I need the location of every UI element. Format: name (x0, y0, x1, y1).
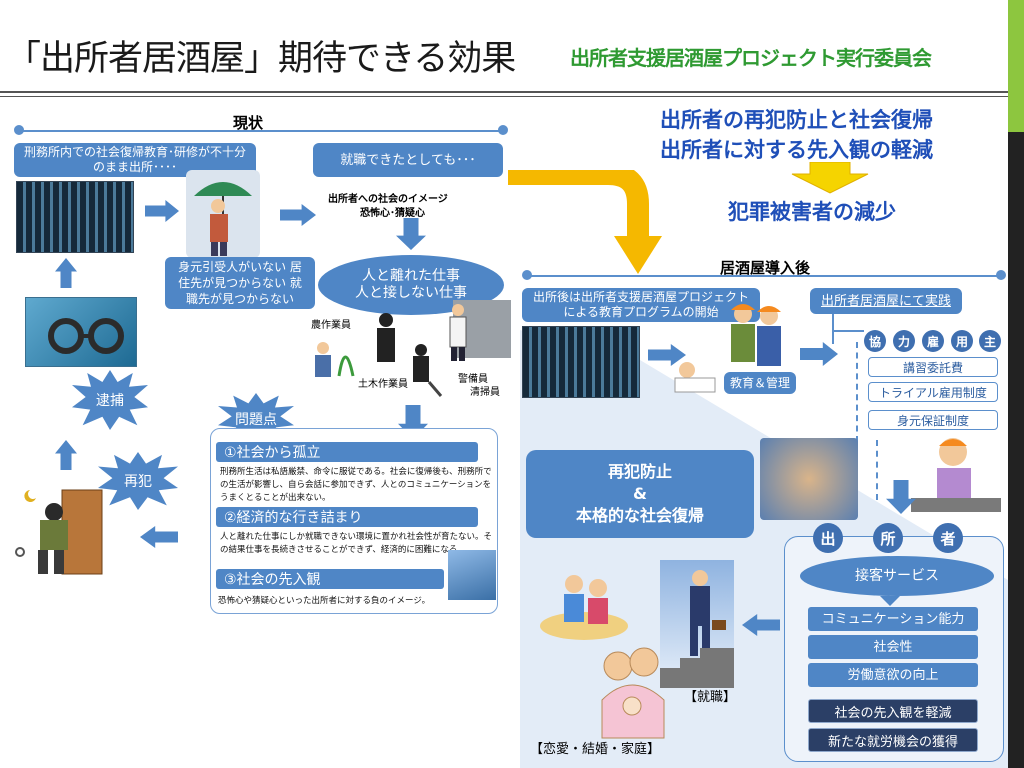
society-image-title: 出所者への社会のイメージ (328, 194, 448, 205)
employer-tag-3: 雇 (922, 330, 944, 352)
box-practice: 出所者居酒屋にて実践 (810, 288, 962, 314)
goal-line-2: & (633, 484, 647, 503)
box-edu-management: 教育＆管理 (724, 372, 796, 394)
prison-photo-2 (522, 326, 640, 398)
issue-text-1: 刑務所生活は私語厳禁、命令に服従である。社会に復帰後も、刑務所での生活が影響し、… (220, 467, 492, 503)
arrow-up-icon (55, 258, 77, 288)
section-line-current (16, 130, 504, 132)
service-ellipse: 接客サービス (800, 556, 994, 596)
effect-result: 犯罪被害者の減少 (728, 200, 896, 224)
employer-tag-1: 協 (864, 330, 886, 352)
released-tag-1: 出 (813, 523, 843, 553)
ellipse-line-2: 人と接しない仕事 (355, 285, 467, 301)
job-civil-label: 土木作業員 (358, 379, 408, 390)
connector-line (876, 440, 878, 500)
employer-tag-5: 主 (979, 330, 1001, 352)
goal-line-1: 再犯防止 (607, 462, 672, 481)
goal-box: 再犯防止 & 本格的な社会復帰 (526, 450, 754, 538)
employer-tag-4: 用 (951, 330, 973, 352)
ellipse-line-1: 人と離れた仕事 (362, 268, 460, 284)
prison-photo (16, 181, 134, 253)
support-item-1: 講習委託費 (868, 357, 998, 377)
arrow-left-icon (140, 526, 178, 548)
arrow-left-icon (742, 614, 780, 636)
transition-arrow-icon (508, 170, 662, 274)
accent-bar-dark (1008, 132, 1024, 768)
down-arrow-icon (791, 162, 869, 194)
outcome-reduce-prejudice: 社会の先入観を軽減 (808, 699, 978, 723)
outcome-new-employment: 新たな就労機会の獲得 (808, 728, 978, 752)
skill-sociality: 社会性 (808, 635, 978, 659)
arrow-down-icon (880, 596, 900, 606)
label-employment: 【就職】 (684, 690, 737, 705)
section-label-after: 居酒屋導入後 (720, 259, 811, 277)
job-farm-label: 農作業員 (311, 320, 351, 331)
umbrella-man-illustration (186, 170, 260, 258)
arrow-up-icon (55, 440, 77, 470)
issue-head-3: ③社会の先入観 (216, 569, 444, 589)
issue-head-2: ②経済的な行き詰まり (216, 507, 478, 527)
section-dot (996, 270, 1006, 280)
box-no-guarantor: 身元引受人がいない 居住先が見つからない 就職先が見つからない (165, 257, 315, 309)
workers-illustration (665, 300, 795, 400)
arrow-right-icon (280, 204, 316, 226)
box-education-program: 出所後は出所者支援居酒屋プロジェクトによる教育プログラムの開始 (522, 288, 760, 322)
label-love-marriage-family: 【恋愛・結婚・家庭】 (530, 742, 661, 757)
support-item-3: 身元保証制度 (868, 410, 998, 430)
section-label-current: 現状 (233, 114, 264, 132)
released-tag-2: 所 (873, 523, 903, 553)
skill-communication: コミュニケーション能力 (808, 607, 978, 631)
burst-reoffend: 再犯 (98, 452, 178, 510)
skill-motivation: 労働意欲の向上 (808, 663, 978, 687)
employer-tag-2: 力 (893, 330, 915, 352)
effect-line-1: 出所者の再犯防止と社会復帰 (660, 108, 933, 132)
header-divider (0, 91, 1008, 93)
header-divider-thin (0, 96, 1008, 97)
accent-bar-green (1008, 0, 1024, 132)
support-item-2: トライアル雇用制度 (868, 382, 998, 402)
society-image-sub: 恐怖心･猜疑心 (360, 208, 425, 219)
connector-line (832, 330, 864, 332)
family-illustration (584, 640, 680, 740)
businessman-illustration (660, 560, 734, 688)
committee-name: 出所者支援居酒屋プロジェクト実行委員会 (570, 46, 932, 70)
effect-line-2: 出所者に対する先入観の軽減 (660, 138, 933, 162)
issue-text-3: 恐怖心や猜疑心といった出所者に対する負のイメージ。 (218, 596, 431, 606)
box-even-if-employed: 就職できたとしても･･･ (313, 143, 503, 177)
goal-line-3: 本格的な社会復帰 (575, 506, 704, 525)
issue-head-1: ①社会から孤立 (216, 442, 478, 462)
arrow-right-icon (145, 200, 179, 222)
section-dot (522, 270, 532, 280)
released-tag-3: 者 (933, 523, 963, 553)
page-title: 「出所者居酒屋」期待できる効果 (6, 39, 516, 79)
burst-arrest: 逮捕 (72, 370, 148, 430)
connector-line (856, 342, 858, 442)
burglar-illustration (10, 480, 110, 578)
handcuffs-photo (25, 297, 137, 367)
section-dot (14, 125, 24, 135)
connector-line (832, 314, 834, 344)
hands-together-photo (760, 438, 858, 520)
issue-text-2: 人と離れた仕事にしか就職できない環境に置かれ社会性が育たない。その結果仕事を長続… (220, 532, 493, 555)
job-cleaner-label: 清掃員 (470, 387, 500, 398)
job-guard-label: 警備員 (458, 374, 488, 385)
jobs-illustration (303, 298, 513, 400)
arrow-right-icon (648, 344, 686, 366)
person-sitting-photo (448, 550, 496, 600)
chef-illustration (905, 430, 1007, 522)
couple-reading-illustration (538, 566, 630, 644)
section-dot (498, 125, 508, 135)
section-line-after (524, 275, 1002, 277)
arrow-down-icon (396, 218, 426, 250)
